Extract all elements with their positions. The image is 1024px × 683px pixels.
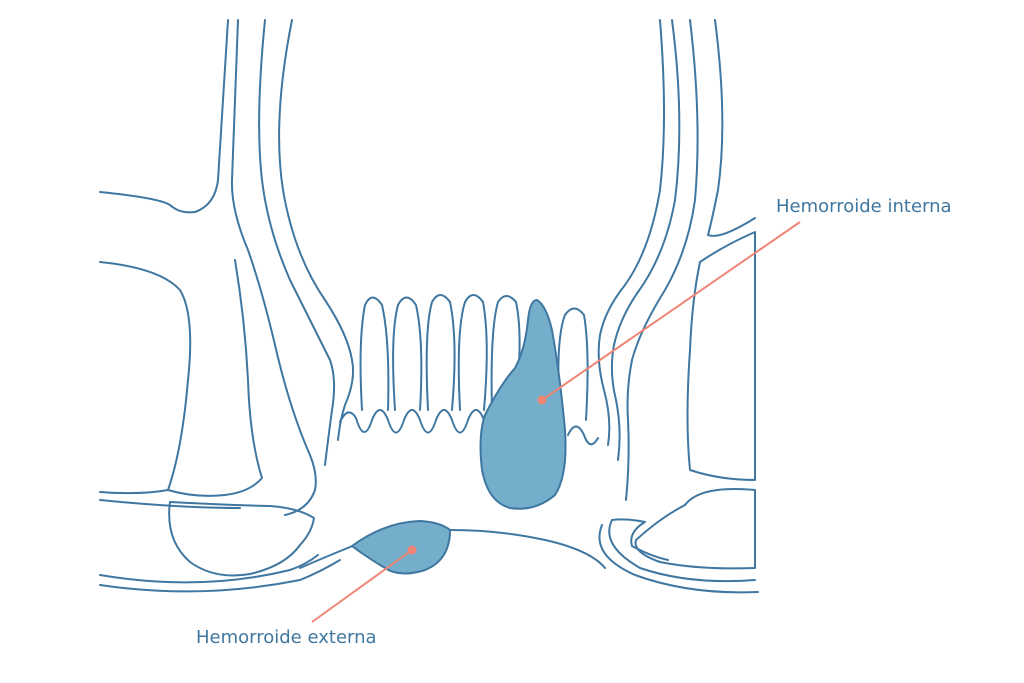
external-hemorrhoid-label: Hemorroide externa — [196, 627, 377, 648]
rectal-wall-left — [99, 19, 355, 516]
perianal-skin-line — [299, 529, 606, 569]
external-leader — [311, 545, 417, 623]
sphincter-left — [99, 259, 341, 593]
internal-hemorrhoid — [479, 299, 567, 510]
external-leader-dot — [407, 545, 417, 555]
anal-columns — [359, 294, 589, 421]
sphincter-right — [598, 231, 759, 594]
internal-leader-dot — [537, 395, 547, 405]
internal-leader — [537, 221, 801, 405]
external-hemorrhoid — [351, 520, 451, 575]
dentate-line — [339, 409, 599, 446]
rectal-wall-right — [597, 19, 756, 501]
internal-hemorrhoid-label: Hemorroide interna — [776, 196, 952, 217]
